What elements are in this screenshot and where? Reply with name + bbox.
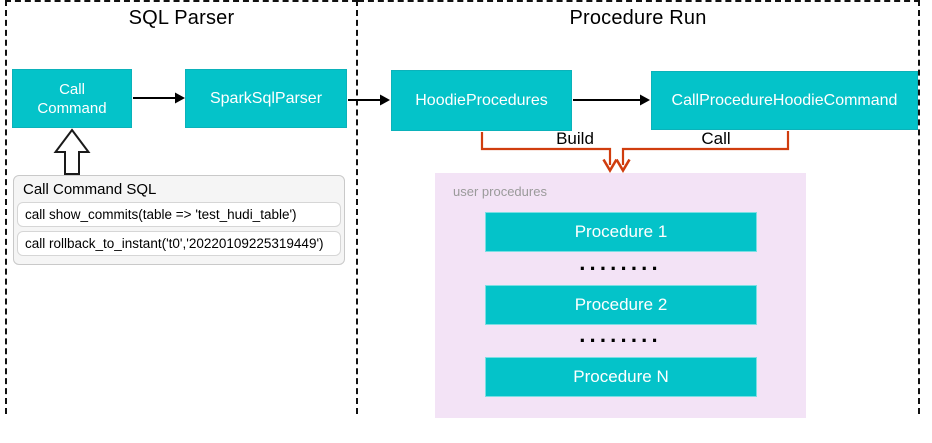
ellipsis-dots: ········ xyxy=(579,328,662,353)
section-title-sql-parser: SQL Parser xyxy=(128,7,235,29)
node-hoodie-procedures-label: HoodieProcedures xyxy=(415,91,548,109)
call-command-sql-panel: Call Command SQL call show_commits(table… xyxy=(13,175,345,265)
node-procedure-n-label: Procedure N xyxy=(573,367,669,386)
user-procedures-label: user procedures xyxy=(453,184,547,199)
node-call-command-label: Call Command xyxy=(37,80,107,117)
section-sql-parser: SQL Parser xyxy=(5,0,358,414)
edge-label-call: Call xyxy=(701,129,731,148)
section-procedure-run: Procedure Run xyxy=(358,0,920,414)
edge-label-build: Build xyxy=(556,129,594,148)
node-procedure-2-label: Procedure 2 xyxy=(574,295,668,314)
node-procedure-n: Procedure N xyxy=(485,357,757,397)
node-procedure-1: Procedure 1 xyxy=(485,212,757,252)
node-hoodie-procedures: HoodieProcedures xyxy=(391,70,572,131)
node-spark-sql-parser: SparkSqlParser xyxy=(185,69,347,128)
sql-statement-show-commits: call show_commits(table => 'test_hudi_ta… xyxy=(17,202,341,227)
node-call-command: Call Command xyxy=(12,69,132,128)
node-procedure-2: Procedure 2 xyxy=(485,285,757,325)
call-command-sql-header: Call Command SQL xyxy=(23,181,157,198)
node-call-procedure-hoodie-command: CallProcedureHoodieCommand xyxy=(651,71,918,130)
node-procedure-1-label: Procedure 1 xyxy=(574,222,668,241)
sql-statement-rollback-to-instant: call rollback_to_instant('t0','202201092… xyxy=(17,231,341,256)
user-procedures-panel: user procedures Procedure 1 ········ Pro… xyxy=(435,173,806,418)
node-spark-sql-parser-label: SparkSqlParser xyxy=(209,89,323,107)
section-title-procedure-run: Procedure Run xyxy=(569,7,707,29)
node-call-procedure-hoodie-command-label: CallProcedureHoodieCommand xyxy=(671,91,898,109)
ellipsis-dots: ········ xyxy=(579,256,662,281)
